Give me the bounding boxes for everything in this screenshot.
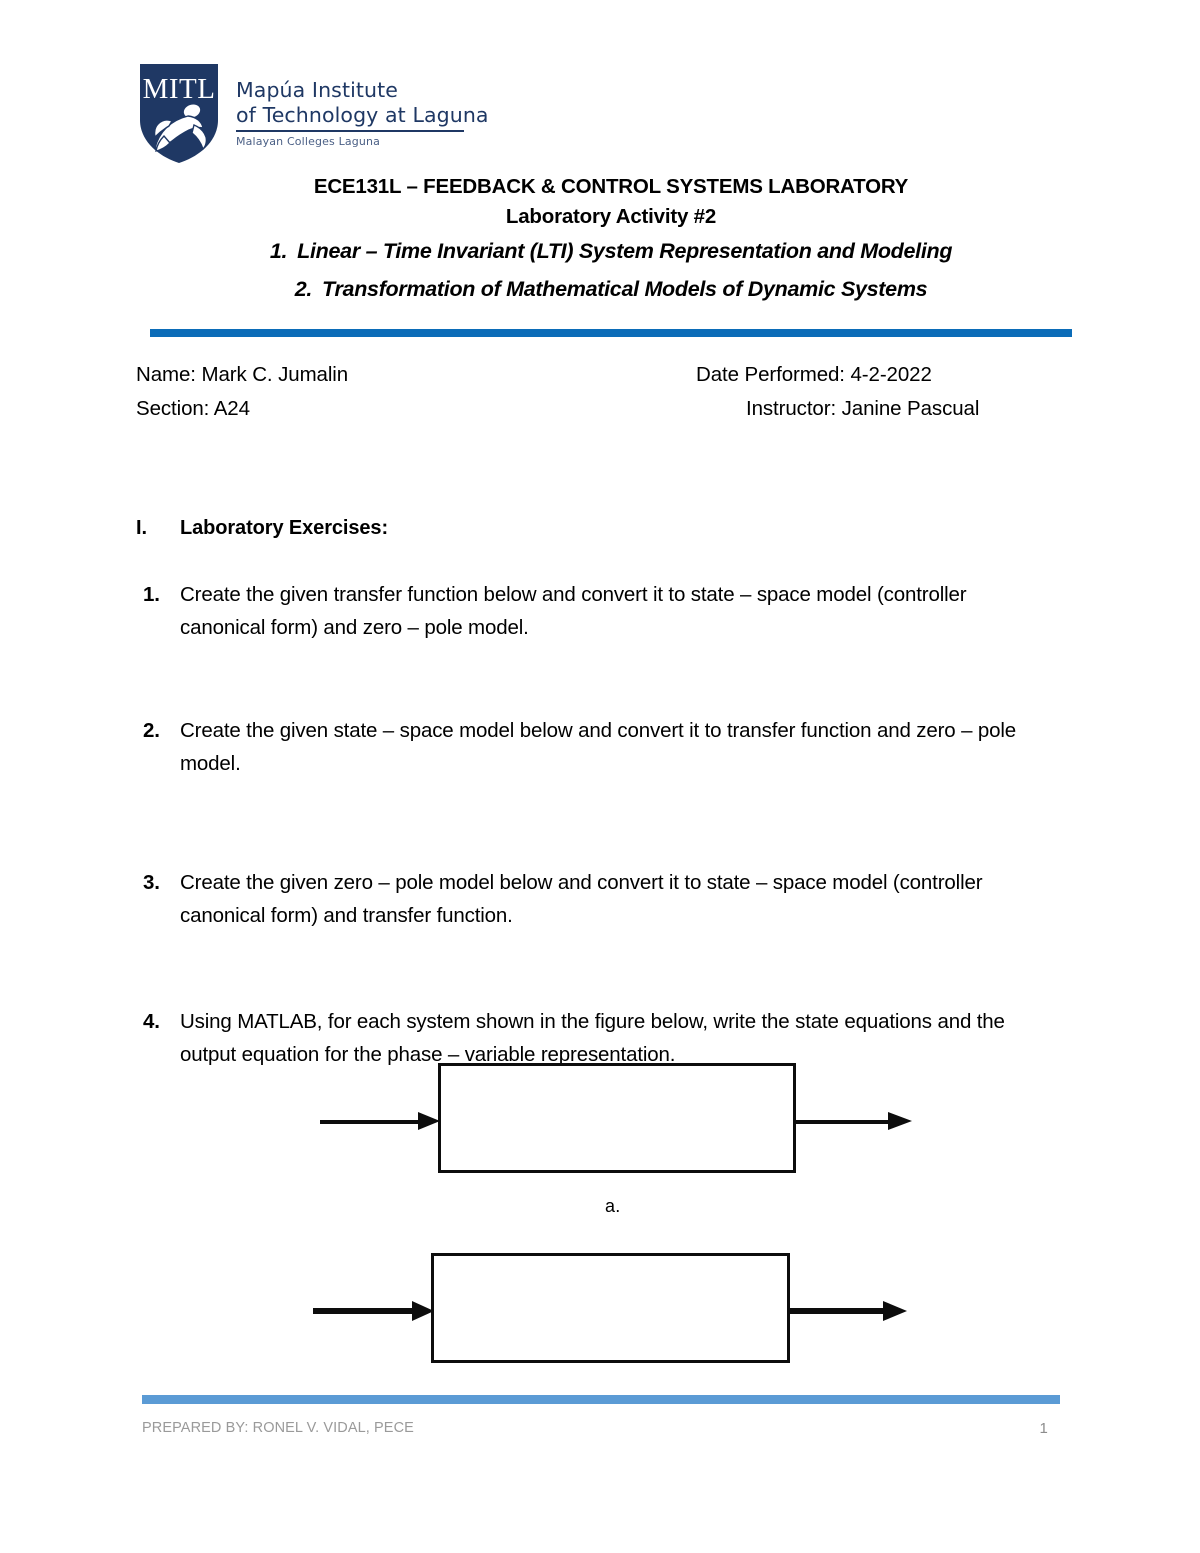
logo-line-1: Mapúa Institute — [236, 78, 398, 102]
footer-divider-bar — [142, 1395, 1060, 1404]
exercise-item-4: 4. Using MATLAB, for each system shown i… — [136, 1005, 1056, 1071]
arrow-shaft — [313, 1308, 419, 1314]
logo-underline — [236, 130, 464, 132]
figure-b-system-block — [431, 1253, 790, 1363]
section-heading: I. Laboratory Exercises: — [136, 517, 1036, 540]
logo-line-2: of Technology at Laguna — [236, 103, 489, 127]
figure-a-caption: a. — [605, 1196, 621, 1216]
page-footer: PREPARED BY: RONEL V. VIDAL, PECE 1 — [142, 1420, 1060, 1444]
topic-text-2: Transformation of Mathematical Models of… — [322, 277, 928, 301]
arrowhead-icon — [883, 1301, 907, 1321]
exercise-number-1: 1. — [143, 583, 160, 606]
date-performed: Date Performed: 4-2-2022 — [696, 363, 932, 386]
exercise-text-3: Create the given zero – pole model below… — [180, 871, 983, 927]
student-info-block: Name: Mark C. Jumalin Date Performed: 4-… — [136, 358, 1072, 426]
arrowhead-icon — [888, 1112, 912, 1130]
course-title: ECE131L – FEEDBACK & CONTROL SYSTEMS LAB… — [313, 175, 909, 198]
arrow-shaft — [320, 1120, 425, 1124]
arrow-shaft — [796, 1120, 894, 1124]
exercise-item-1: 1. Create the given transfer function be… — [136, 578, 1056, 644]
arrow-shaft — [790, 1308, 890, 1314]
activity-title: Laboratory Activity #2 — [505, 205, 717, 228]
topic-number-1: 1. — [269, 239, 288, 263]
logo-wordmark: Mapúa Institute of Technology at Laguna … — [236, 78, 556, 148]
svg-text:MITL: MITL — [143, 73, 216, 105]
exercise-text-1: Create the given transfer function below… — [180, 583, 967, 639]
instructor-name: Instructor: Janine Pascual — [746, 397, 980, 420]
exercise-list: 1. Create the given transfer function be… — [136, 578, 1056, 1071]
exercise-number-2: 2. — [143, 719, 160, 742]
arrowhead-icon — [418, 1112, 440, 1130]
section-heading-label: Laboratory Exercises: — [180, 517, 388, 539]
exercise-item-3: 3. Create the given zero – pole model be… — [136, 866, 1056, 932]
section-value: Section: A24 — [136, 397, 250, 420]
topic-item-2: 2. Transformation of Mathematical Models … — [150, 270, 1072, 308]
footer-page-number: 1 — [1039, 1420, 1048, 1437]
section-roman-numeral: I. — [136, 517, 147, 539]
figure-a-system-block — [438, 1063, 796, 1173]
exercise-number-4: 4. — [143, 1010, 160, 1033]
topic-text-1: Linear – Time Invariant (LTI) System Rep… — [297, 239, 953, 263]
topic-number-2: 2. — [294, 277, 313, 301]
institution-logo: MITL Mapúa Institute of Technology at La… — [136, 58, 556, 170]
exercise-number-3: 3. — [143, 871, 160, 894]
info-row-section-instructor: Section: A24 Instructor: Janine Pascual — [136, 392, 1072, 426]
footer-prepared-by: PREPARED BY: RONEL V. VIDAL, PECE — [142, 1420, 414, 1436]
info-row-name-date: Name: Mark C. Jumalin Date Performed: 4-… — [136, 358, 1072, 392]
exercise-text-4: Using MATLAB, for each system shown in t… — [180, 1010, 1005, 1066]
logo-subtitle: Malayan Colleges Laguna — [236, 134, 381, 148]
title-block: ECE131L – FEEDBACK & CONTROL SYSTEMS LAB… — [150, 172, 1072, 308]
topic-item-1: 1. Linear – Time Invariant (LTI) System R… — [150, 232, 1072, 270]
student-name: Name: Mark C. Jumalin — [136, 363, 349, 386]
header-divider-bar — [150, 329, 1072, 337]
exercise-text-2: Create the given state – space model bel… — [180, 719, 1017, 775]
arrowhead-icon — [412, 1301, 434, 1321]
mitl-shield-icon: MITL — [136, 58, 222, 166]
exercise-item-2: 2. Create the given state – space model … — [136, 714, 1056, 780]
